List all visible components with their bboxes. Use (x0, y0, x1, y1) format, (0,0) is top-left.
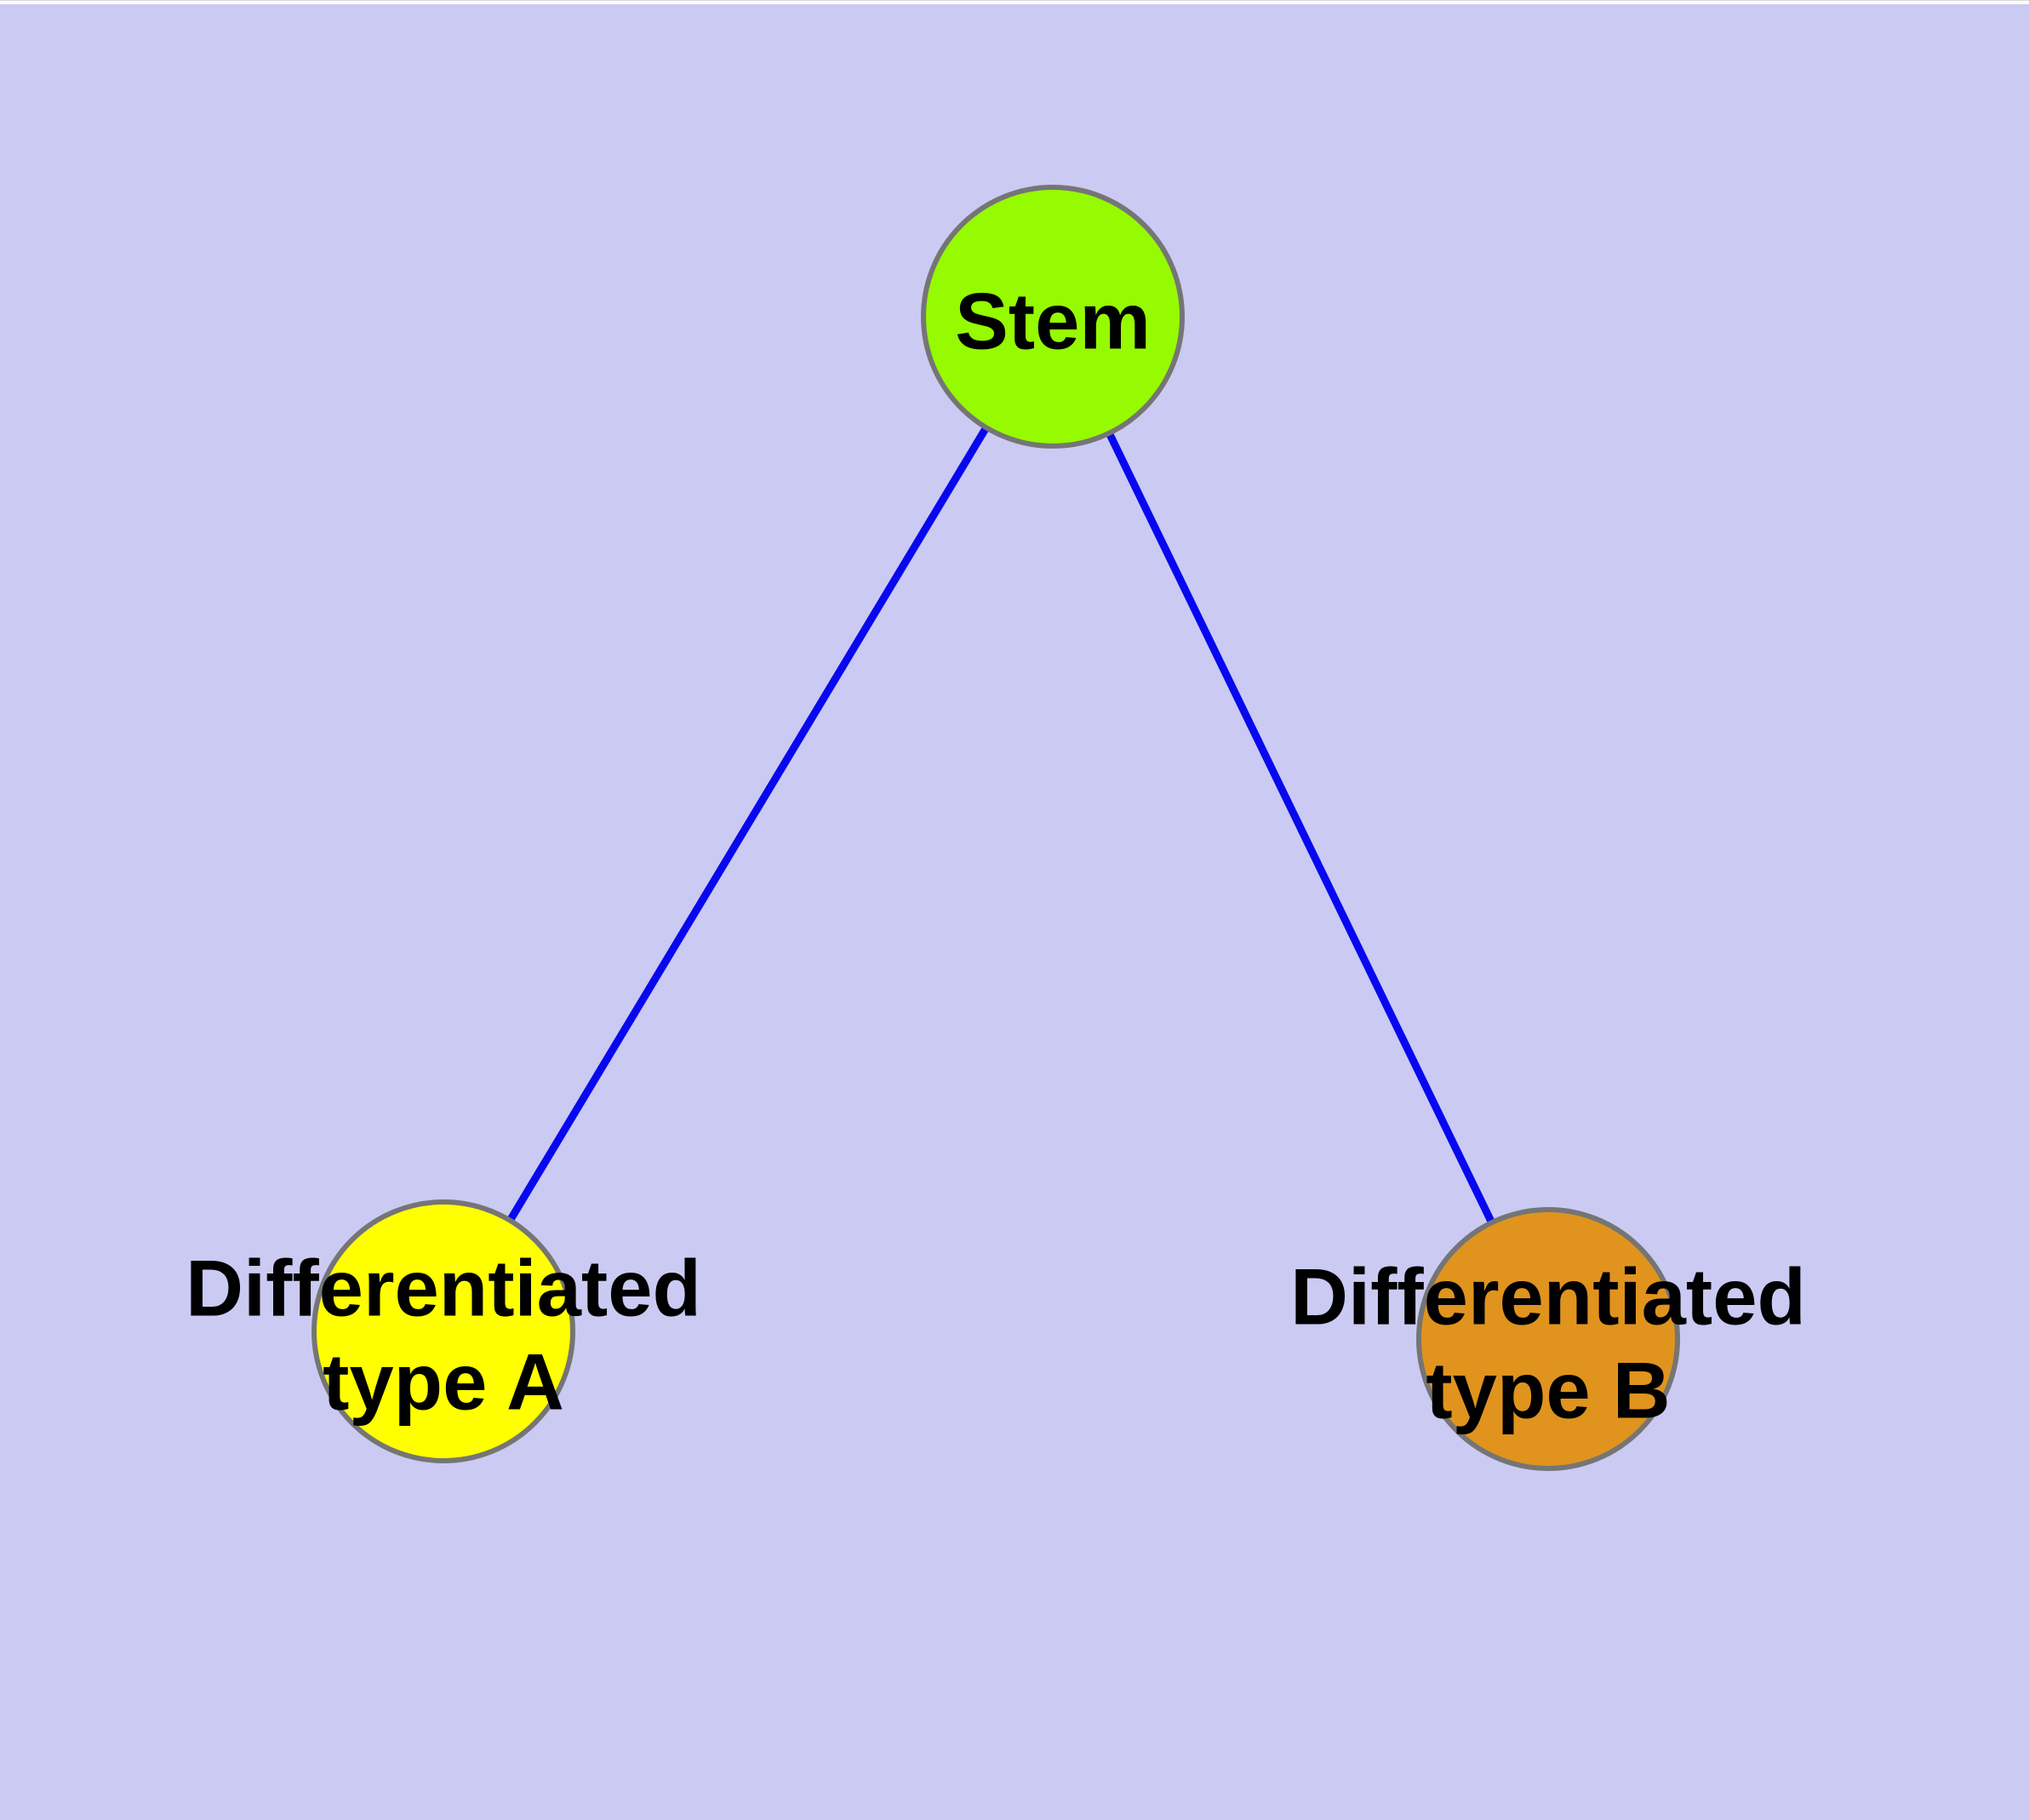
node-type-b-label-line1: Differentiated (1290, 1252, 1806, 1342)
edge-stem-to-type-a (440, 314, 1056, 1334)
node-type-a-label-line1: Differentiated (186, 1244, 701, 1333)
node-type-a-circle (311, 1199, 575, 1463)
node-stem-label: Stem (955, 277, 1151, 366)
edge-stem-to-type-b (1049, 315, 1552, 1341)
node-type-b-label-line2: type B (1426, 1346, 1670, 1435)
node-stem-circle (921, 185, 1185, 449)
node-type-b-circle (1416, 1207, 1680, 1471)
node-type-a-label-line2: type A (323, 1337, 564, 1427)
top-margin-strip (0, 0, 2029, 4)
